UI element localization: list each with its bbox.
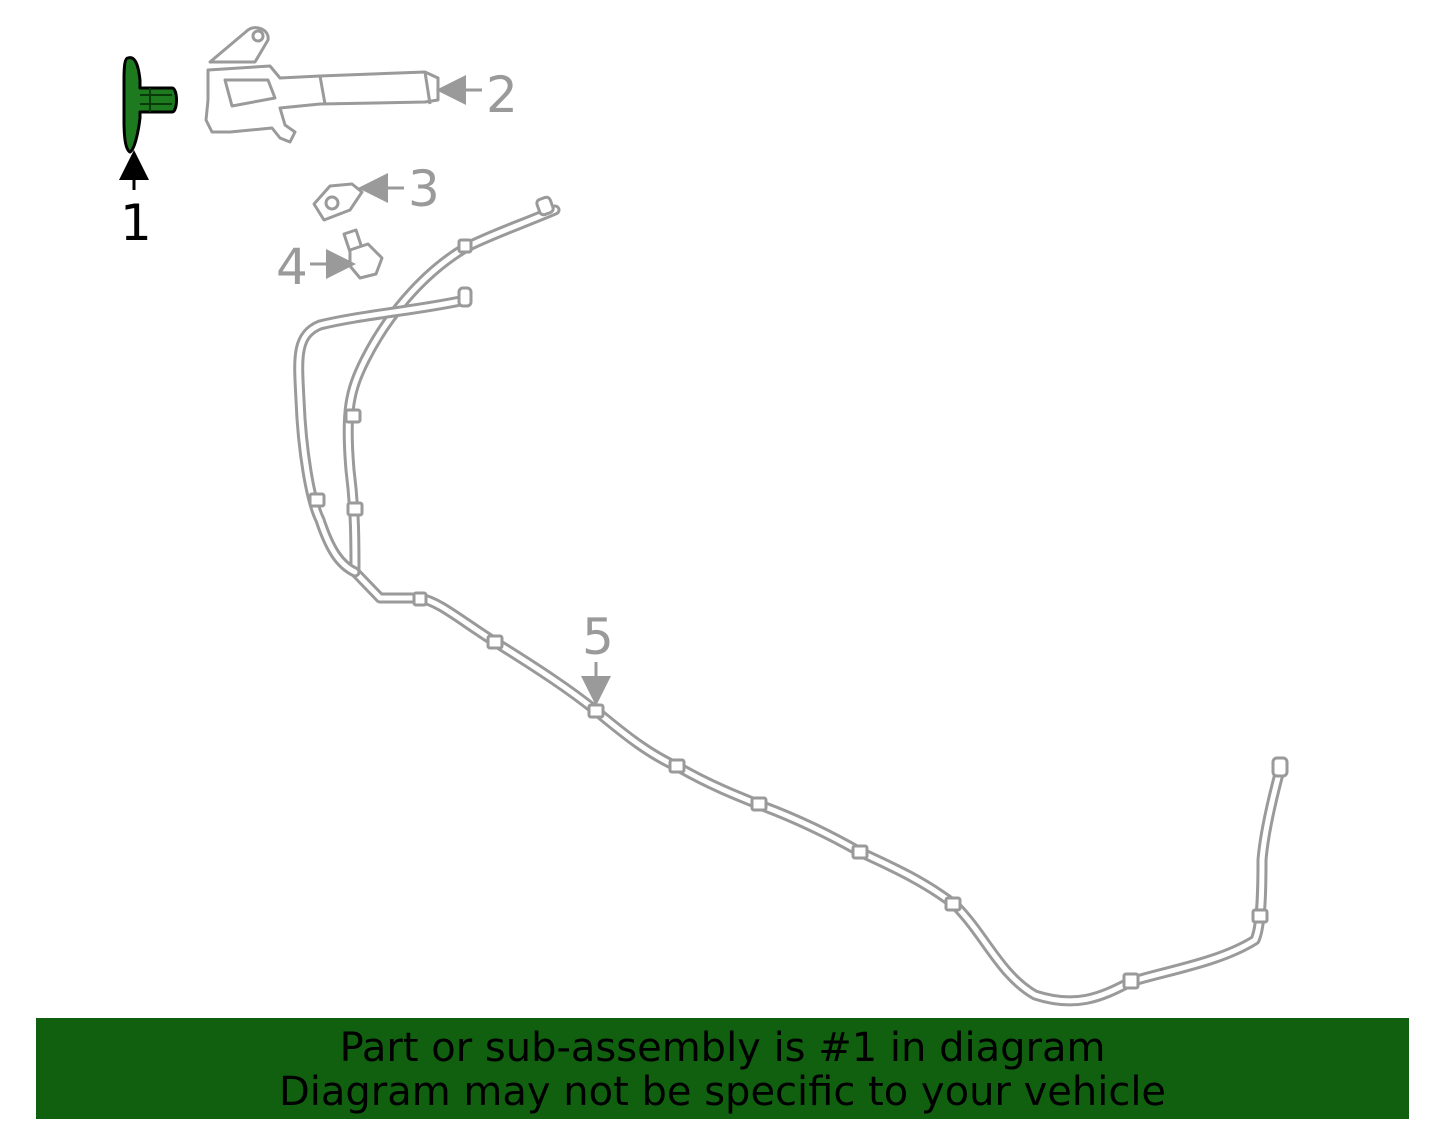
callout-1-label: 1 xyxy=(120,194,152,252)
callout-2-label: 2 xyxy=(486,66,518,124)
info-banner: Part or sub-assembly is #1 in diagram Di… xyxy=(36,1018,1409,1119)
callout-4-label: 4 xyxy=(276,238,308,296)
part-3-clip xyxy=(312,182,364,222)
part-2-washer-nozzle xyxy=(204,26,440,144)
part-5-hose-assembly xyxy=(293,195,1289,1007)
banner-line-1: Part or sub-assembly is #1 in diagram xyxy=(339,1025,1106,1071)
callout-5-label: 5 xyxy=(582,608,614,666)
callout-3-label: 3 xyxy=(408,160,440,218)
part-1-nozzle-cap xyxy=(122,56,178,154)
part-4-connector xyxy=(342,228,384,280)
banner-line-2: Diagram may not be specific to your vehi… xyxy=(278,1069,1167,1115)
